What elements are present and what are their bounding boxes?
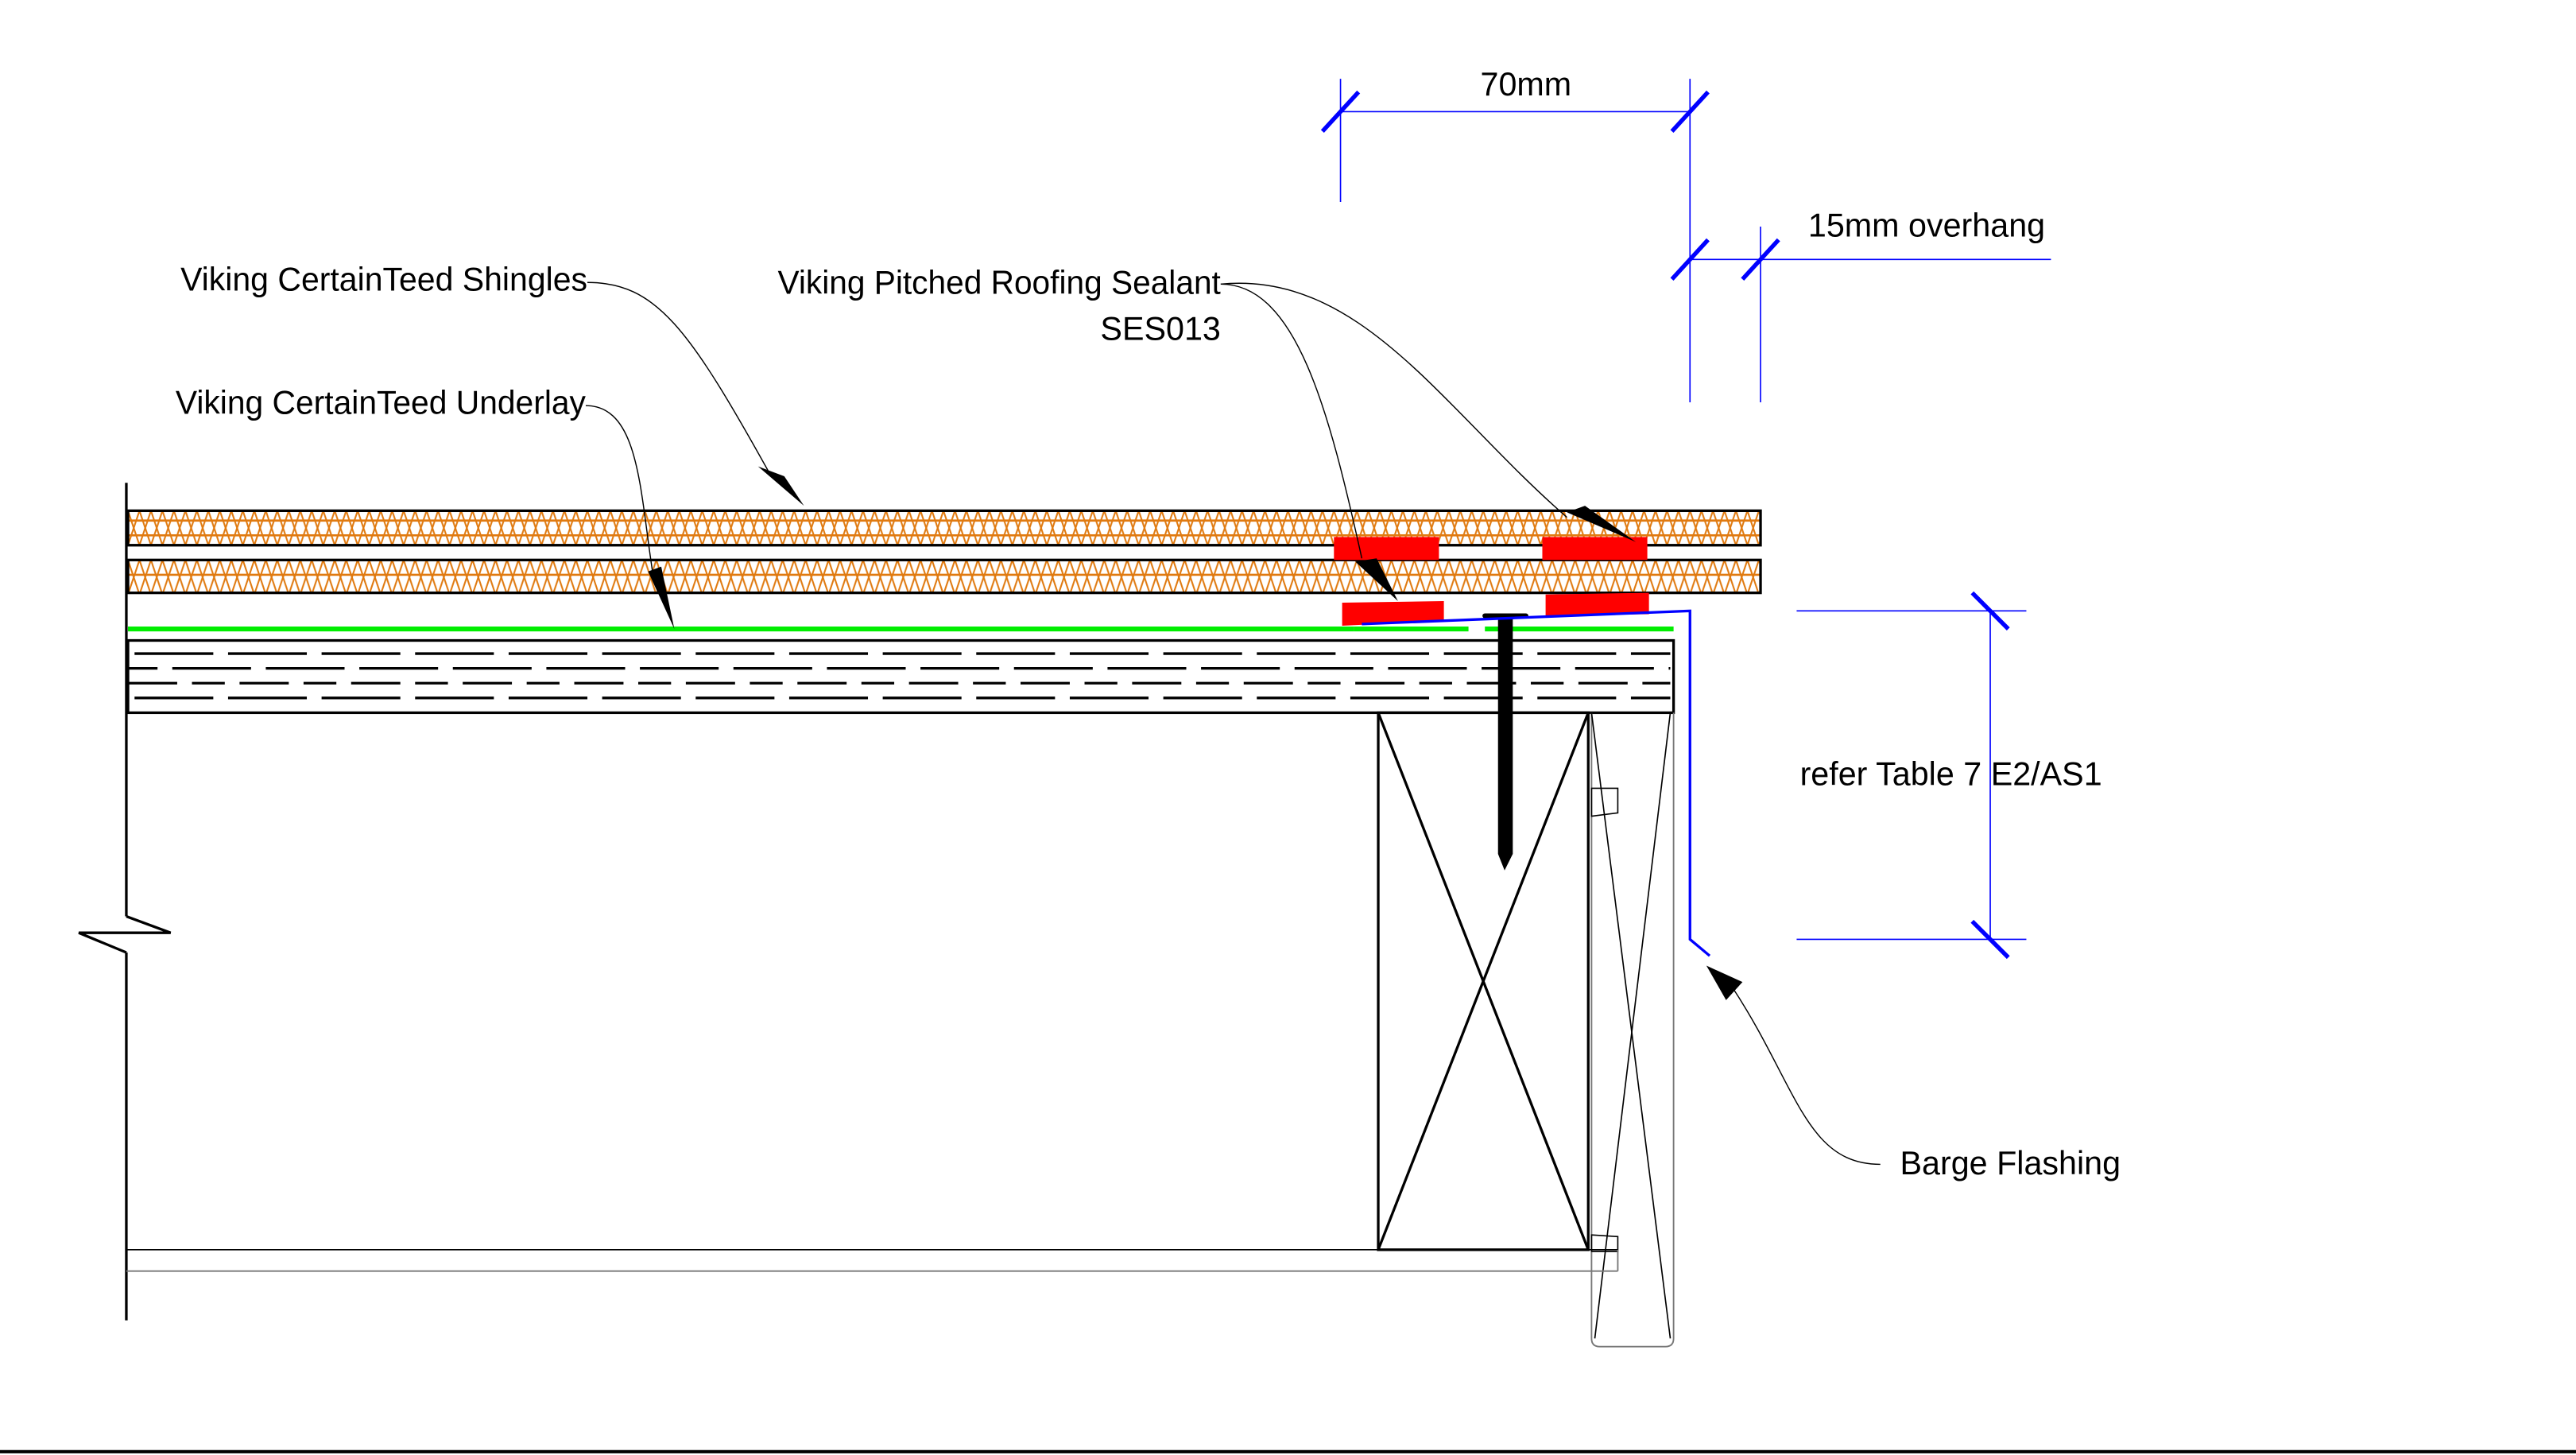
sealant-bead [1334,537,1439,561]
dimension-70mm-label: 70mm [1480,66,1571,103]
label-underlay: Viking CertainTeed Underlay [176,384,586,421]
dimension-vertical: refer Table 7 E2/AS1 [1796,591,2102,960]
arrowhead-icon [1706,965,1743,1000]
ceiling-lining [126,1248,1619,1272]
sealant-beads [1334,537,1649,626]
callout-sealant: Viking Pitched Roofing Sealant SES013 [777,265,1637,601]
shingle-layer-top [126,509,1762,547]
callout-barge-flashing: Barge Flashing [1706,965,2121,1181]
timber-rafter [1377,711,1590,1251]
dimension-vertical-label: refer Table 7 E2/AS1 [1800,755,2102,792]
barge-board [1590,712,1675,1348]
dimension-overhang: 15mm overhang [1670,207,2051,403]
arrowhead-icon [1567,506,1637,542]
sealant-bead [1545,592,1649,616]
dimension-overhang-label: 15mm overhang [1808,207,2045,243]
label-sealant-line1: Viking Pitched Roofing Sealant [777,265,1221,301]
barge-flashing [1362,609,1711,957]
label-barge-flashing: Barge Flashing [1900,1145,2121,1181]
arrowhead-icon [757,466,804,506]
label-sealant-line2: SES013 [1100,311,1220,347]
dimension-70mm: 70mm [1320,66,1710,403]
sealant-bead [1542,537,1648,561]
sealant-bead [1342,600,1444,626]
nail-fixing [1482,613,1528,871]
wall-break-line [78,483,172,1321]
shingle-layer-bottom [126,558,1762,595]
callout-underlay: Viking CertainTeed Underlay [176,384,675,630]
callout-shingles: Viking CertainTeed Shingles [180,262,804,506]
arrowhead-icon [648,566,675,630]
label-shingles: Viking CertainTeed Shingles [180,262,587,298]
roof-substrate-board [126,638,1675,715]
arrowhead-icon [1355,558,1398,601]
